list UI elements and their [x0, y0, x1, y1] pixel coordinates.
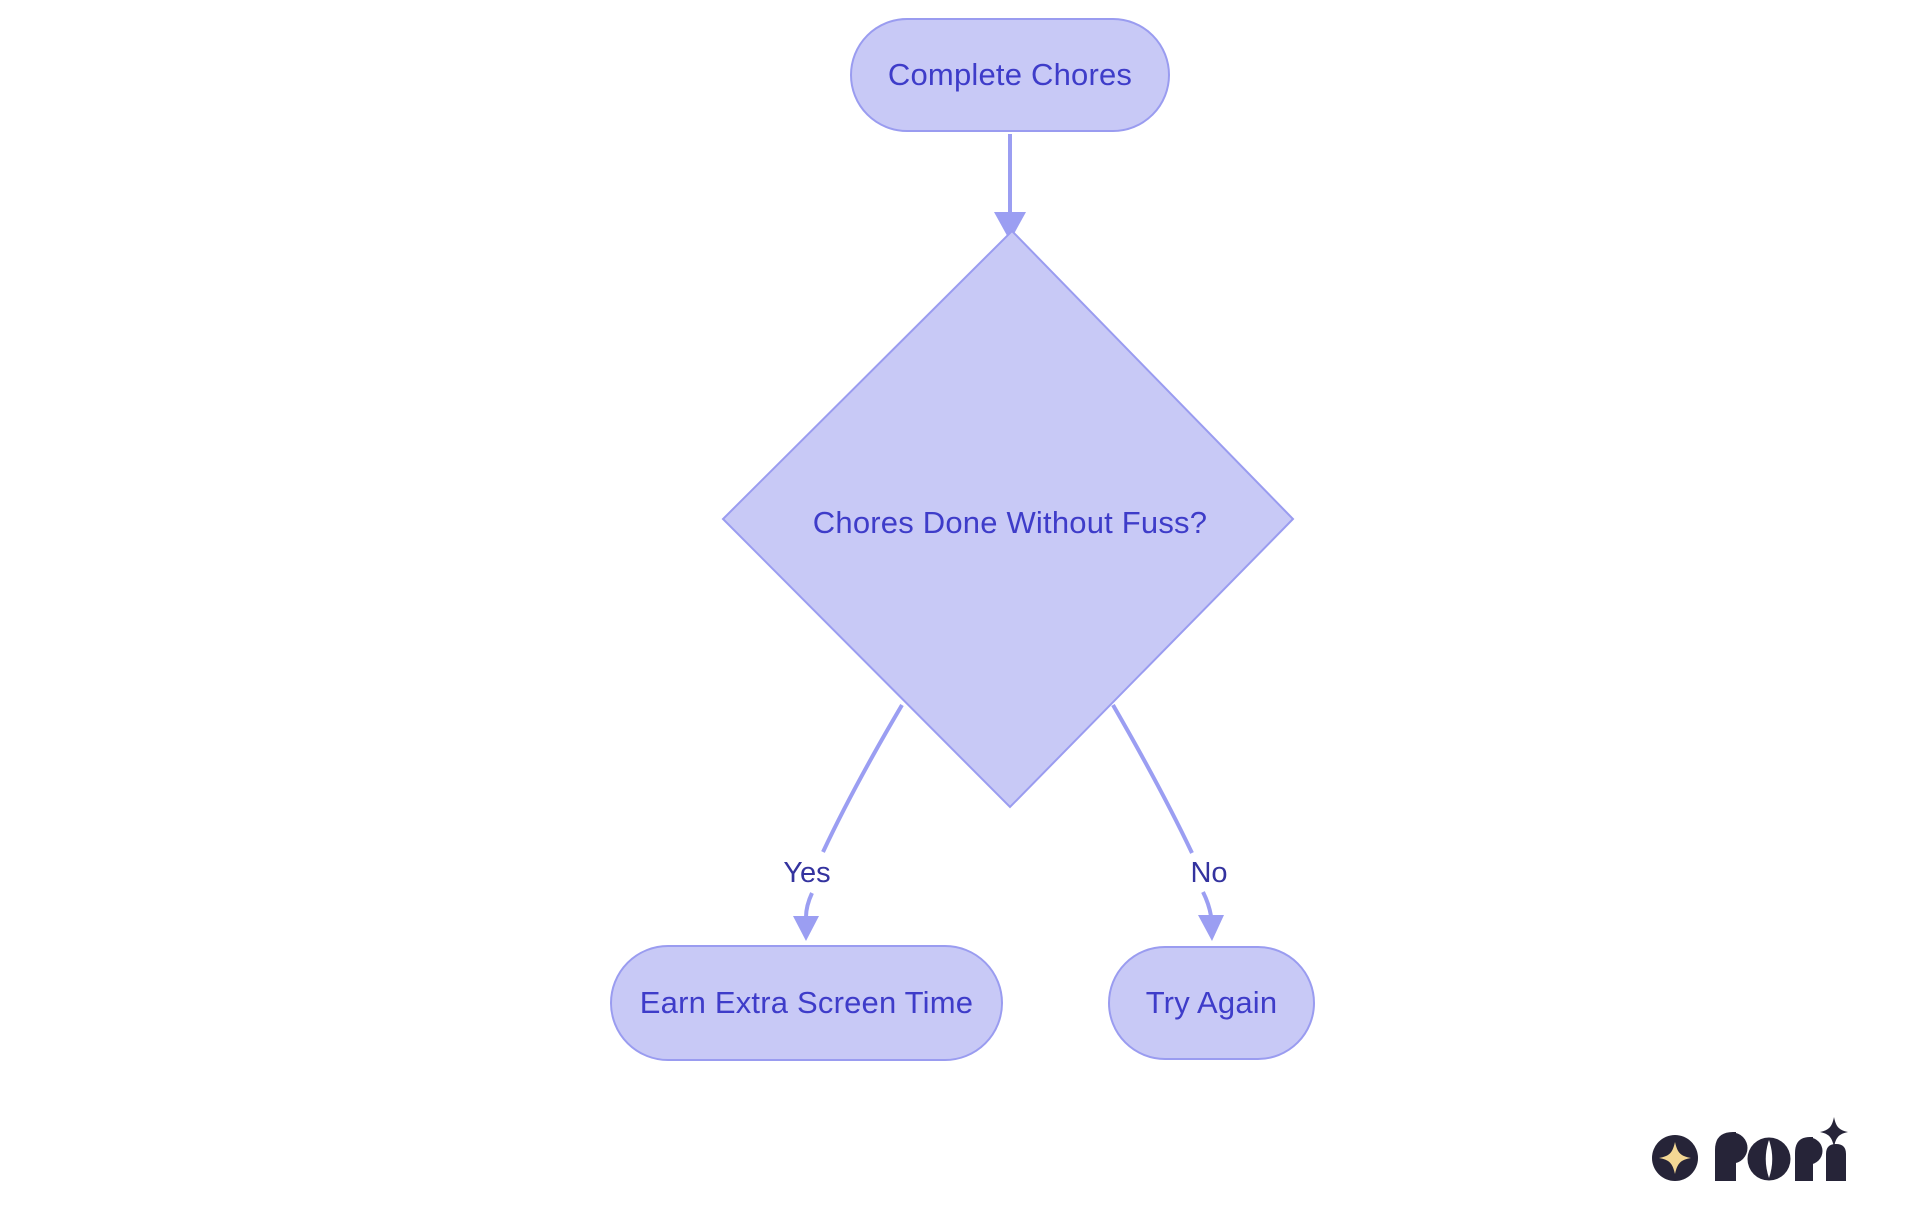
arrowhead-icon: [793, 916, 819, 941]
edge-label-yes: Yes: [783, 856, 831, 889]
edge-decision-retry: [1111, 703, 1224, 941]
node-try-again: Try Again: [1108, 946, 1315, 1060]
edge-decision-reward: [793, 703, 904, 941]
arrowhead-icon: [1198, 915, 1224, 941]
sparkle-icon: [1820, 1117, 1848, 1147]
node-label: Try Again: [1145, 985, 1278, 1020]
edge-start-decision: [994, 134, 1026, 241]
rori-wordmark: [1715, 1117, 1848, 1181]
sparkle-in-circle-icon: [1652, 1135, 1698, 1181]
node-complete-chores: Complete Chores: [850, 18, 1170, 132]
arrowhead-icon: [994, 212, 1026, 241]
node-label: Chores Done Without Fuss?: [812, 505, 1208, 540]
rori-logo: [1652, 1117, 1848, 1181]
node-label: Earn Extra Screen Time: [639, 985, 974, 1020]
node-earn-extra-screen-time: Earn Extra Screen Time: [610, 945, 1003, 1061]
node-label: Complete Chores: [887, 57, 1133, 92]
node-decision-label: Chores Done Without Fuss?: [758, 498, 1262, 548]
decision-diamond-shape: [721, 229, 1295, 809]
edge-label-no: No: [1190, 856, 1228, 889]
